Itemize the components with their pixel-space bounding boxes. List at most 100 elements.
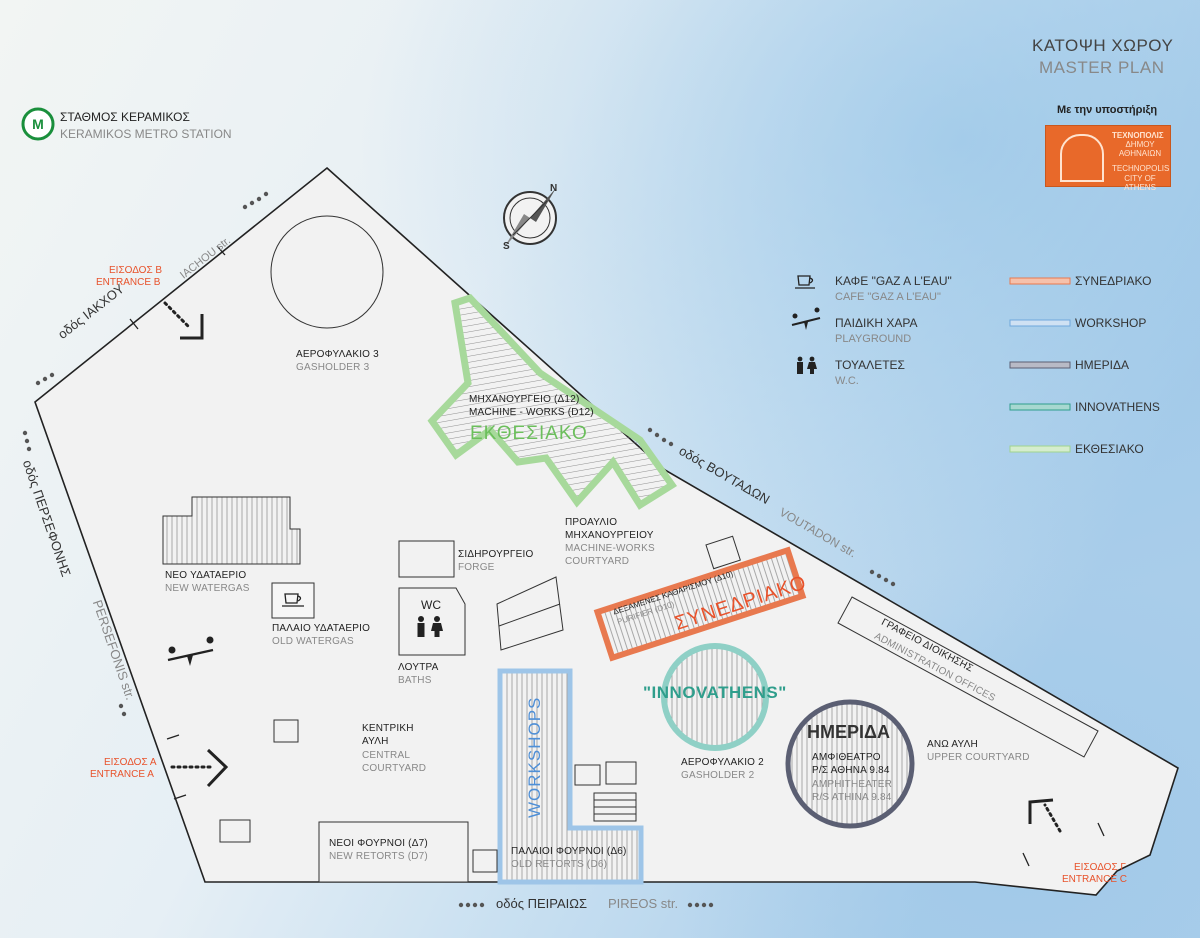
old-retorts-label-en: OLD RETORTS (D6)	[511, 859, 608, 870]
amph-label-gr1: ΑΜΦΙΘΕΑΤΡΟ	[812, 752, 881, 763]
old-retorts-label-gr: ΠΑΛΑΙΟΙ ΦΟΥΡΝΟΙ (Δ6)	[511, 846, 627, 857]
map-seesaw-icon	[167, 636, 214, 666]
restroom-icon	[797, 356, 817, 374]
gasholder2-label-en: GASHOLDER 2	[681, 770, 755, 781]
metro-logo-icon: M	[21, 107, 55, 141]
wc-label: WC	[421, 598, 441, 612]
zone-workshops: WORKSHOPS	[525, 696, 544, 818]
box-5	[219, 819, 251, 843]
entrance-b-arrow	[163, 301, 204, 340]
legend-cafe-en: CAFE "GAZ A L'EAU"	[835, 291, 941, 303]
new-retorts-label-gr: ΝΕΟΙ ΦΟΥΡΝΟΙ (Δ7)	[329, 838, 428, 849]
box-4	[273, 719, 299, 743]
entrance-c-en: ENTRANCE C	[1062, 874, 1128, 885]
legend-zone-innovathens: INNOVATHENS	[1075, 400, 1160, 414]
legend-lines	[1009, 277, 1071, 453]
new-retorts-label-en: NEW RETORTS (D7)	[329, 851, 428, 862]
zone-innovathens: "INNOVATHENS"	[643, 683, 787, 702]
metro-name-en: KERAMIKOS METRO STATION	[60, 127, 232, 141]
stairs	[593, 792, 637, 822]
central-label-gr2: ΑΥΛΗ	[362, 736, 389, 747]
mw-courtyard-en2: COURTYARD	[565, 556, 630, 567]
central-label-gr1: ΚΕΝΤΡΙΚΗ	[362, 723, 414, 734]
technopolis-gasholder-icon	[1060, 134, 1104, 182]
compass-south: S	[503, 241, 510, 252]
street-pireos-en: PIREOS str.	[608, 896, 679, 911]
page-title: ΚΑΤΟΨΗ ΧΩΡΟΥ	[1032, 36, 1174, 55]
legend-cafe-gr: ΚΑΦΕ "GAZ A L'EAU"	[835, 274, 952, 288]
legend-zone-ektheisako: ΕΚΘΕΣΙΑΚΟ	[1075, 442, 1144, 456]
gasholder-2-ring	[661, 643, 769, 751]
box-1	[574, 764, 601, 786]
machine-label-gr: ΜΗΧΑΝΟΥΡΓΕΙΟ (Δ12)	[469, 394, 580, 405]
new-watergas-label-en: NEW WATERGAS	[165, 583, 250, 594]
entrance-c-arrow	[1028, 798, 1062, 833]
new-watergas-building	[162, 496, 301, 565]
old-watergas-cafe	[271, 582, 315, 619]
site-outline	[34, 166, 1179, 896]
gasholder3-label-en: GASHOLDER 3	[296, 362, 370, 373]
forge-label-gr: ΣΙΔΗΡΟΥΡΓΕΙΟ	[458, 549, 534, 560]
street-pireos-gr: οδός ΠΕΙΡΑΙΩΣ	[496, 896, 587, 911]
storage-block	[496, 576, 564, 651]
zone-imerida: ΗΜΕΡΙΔΑ	[807, 722, 890, 742]
map-cup-icon	[282, 593, 304, 607]
entrance-a-gr: ΕΙΣΟΔΟΣ Α	[104, 757, 157, 768]
entrance-c-gr: ΕΙΣΟΔΟΣ Γ	[1074, 862, 1126, 873]
baths-label-en: BATHS	[398, 675, 432, 686]
new-retorts	[318, 821, 469, 883]
mw-courtyard-gr1: ΠΡΟΑΥΛΙΟ	[565, 517, 618, 528]
legend-wc-en: W.C.	[835, 375, 859, 387]
box-3	[472, 849, 498, 873]
forge-label-en: FORGE	[458, 562, 495, 573]
machine-label-en: MACHINE - WORKS (D12)	[469, 407, 594, 418]
entrance-b-gr: ΕΙΣΟΔΟΣ Β	[109, 265, 163, 276]
legend-zone-imerida: ΗΜΕΡΙΔΑ	[1075, 358, 1130, 372]
compass-north: N	[550, 183, 558, 194]
gasholder2-label-gr: ΑΕΡΟΦΥΛΑΚΙΟ 2	[681, 757, 764, 768]
seesaw-icon	[791, 307, 821, 330]
workshops-building	[497, 668, 644, 885]
mw-courtyard-en1: MACHINE-WORKS	[565, 543, 655, 554]
box-2	[605, 761, 637, 785]
map-restroom-icon	[417, 616, 443, 637]
gasholder-3	[270, 215, 384, 329]
purifier-building	[593, 546, 807, 662]
compass-icon	[503, 188, 557, 248]
amph-label-en2: R/S ATHINA 9.84	[812, 792, 892, 803]
purifier-small-box	[705, 535, 741, 570]
legend-zone-workshop: WORKSHOP	[1075, 316, 1147, 330]
entrance-b-en: ENTRANCE B	[96, 277, 161, 288]
upper-courtyard-gr: ΑΝΩ ΑΥΛΗ	[927, 739, 978, 750]
forge	[398, 540, 455, 578]
legend-playground-gr: ΠΑΙΔΙΚΗ ΧΑΡΑ	[835, 316, 918, 330]
cup-icon	[795, 275, 815, 289]
legend-wc-gr: ΤΟΥΑΛΕΤΕΣ	[835, 358, 905, 372]
new-watergas-label-gr: ΝΕΟ ΥΔΑΤΑΕΡΙΟ	[165, 570, 247, 581]
baths-building	[398, 587, 466, 656]
entrance-a-en: ENTRANCE A	[90, 769, 154, 780]
admin-offices	[837, 596, 1099, 758]
mw-courtyard-gr2: ΜΗΧΑΝΟΥΡΓΕΙΟΥ	[565, 530, 654, 541]
gasholder3-label-gr: ΑΕΡΟΦΥΛΑΚΙΟ 3	[296, 349, 379, 360]
page-subtitle: MASTER PLAN	[1039, 58, 1165, 77]
old-watergas-label-en: OLD WATERGAS	[272, 636, 354, 647]
old-watergas-label-gr: ΠΑΛΑΙΟ ΥΔΑΤΑΕΡΙΟ	[272, 623, 371, 634]
central-label-en2: COURTYARD	[362, 763, 427, 774]
metro-name-gr: ΣΤΑΘΜΟΣ ΚΕΡΑΜΙΚΟΣ	[60, 110, 190, 124]
amphitheater-ring	[785, 699, 915, 829]
machine-works-building	[427, 293, 678, 510]
upper-courtyard-en: UPPER COURTYARD	[927, 752, 1030, 763]
amph-label-en1: AMPHITHEATER	[812, 779, 892, 790]
legend-zone-synedriako: ΣΥΝΕΔΡΙΑΚΟ	[1075, 274, 1152, 288]
entrance-a-arrow	[170, 748, 229, 788]
technopolis-logo: ΤΕΧΝΟΠΟΛΙΣ ΔΗΜΟΥ ΑΘΗΝΑΙΩΝ TECHNOPOLIS CI…	[1045, 125, 1171, 192]
baths-label-gr: ΛΟΥΤΡΑ	[398, 662, 439, 673]
legend-playground-en: PLAYGROUND	[835, 333, 912, 345]
svg-text:M: M	[32, 116, 44, 132]
amph-label-gr2: Ρ/Σ ΑΘΗΝΑ 9.84	[812, 765, 890, 776]
central-label-en1: CENTRAL	[362, 750, 411, 761]
sponsor-label: Με την υποστήριξη	[1057, 104, 1158, 116]
zone-ektheisako: ΕΚΘΕΣΙΑΚΟ	[470, 423, 588, 444]
